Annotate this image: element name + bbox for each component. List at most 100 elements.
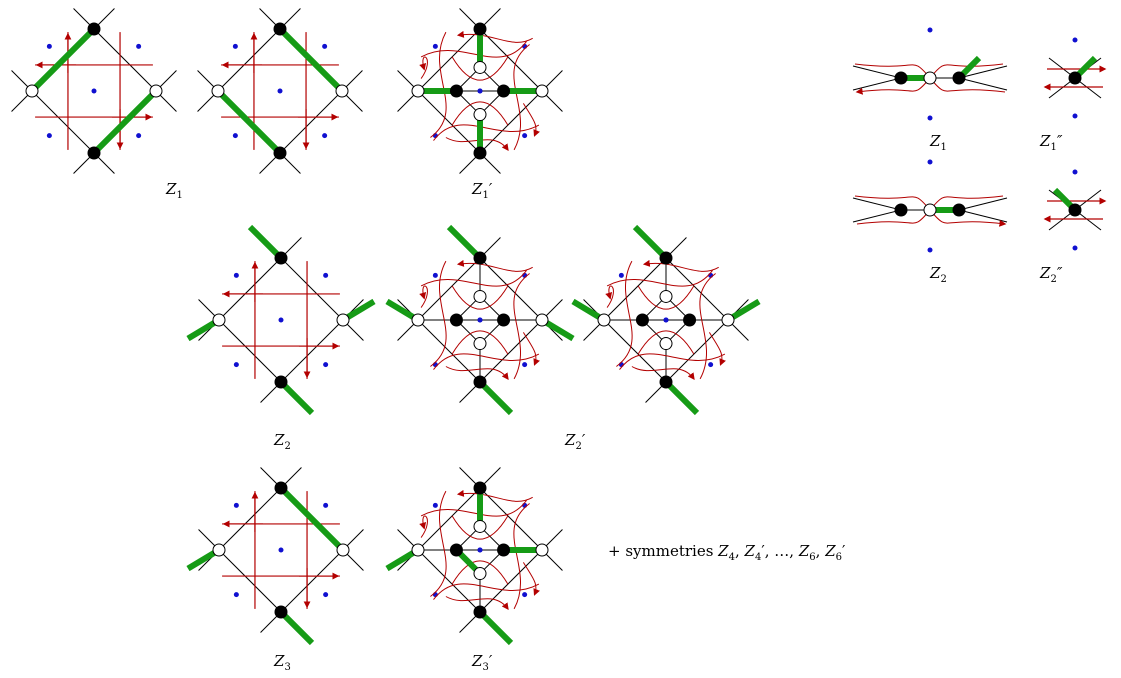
flow-curve xyxy=(445,366,509,381)
face-center-dot-icon xyxy=(136,133,142,139)
flow-curve xyxy=(430,490,447,597)
dimer-edge xyxy=(446,224,483,261)
face-center-dot-icon xyxy=(708,362,714,368)
flow-curve xyxy=(430,31,447,138)
label-right-z1: Z1 xyxy=(929,132,947,153)
lattice-edge xyxy=(479,319,543,383)
black-vertex-icon xyxy=(659,251,673,265)
lattice-edge xyxy=(217,28,281,92)
face-center-dot-icon xyxy=(46,43,52,49)
face-center-dot-icon xyxy=(1072,245,1078,251)
face-center-dot-icon xyxy=(136,43,142,49)
white-vertex-icon xyxy=(473,108,487,122)
white-vertex-icon xyxy=(659,337,673,351)
lattice-spoke xyxy=(958,197,1008,211)
face-center-dot-icon xyxy=(522,362,528,368)
face-center-dot-icon xyxy=(618,272,624,278)
black-vertex-icon xyxy=(1068,203,1082,217)
face-center-dot-icon xyxy=(927,27,933,33)
lattice-edge xyxy=(280,319,344,383)
lattice-edge xyxy=(93,28,157,92)
face-center-dot-icon xyxy=(1072,169,1078,175)
flow-curve xyxy=(606,270,713,287)
black-vertex-icon xyxy=(449,313,463,327)
dimer-edge xyxy=(278,379,315,416)
face-center-dot-icon xyxy=(323,362,329,368)
flow-curve xyxy=(451,285,509,310)
flow-curve xyxy=(456,30,533,43)
label-z3-prime: Z3′ xyxy=(471,652,493,673)
white-vertex-icon xyxy=(149,84,163,98)
label-z2-prime: Z2′ xyxy=(564,431,586,452)
black-vertex-icon xyxy=(274,375,288,389)
dimer-edge xyxy=(215,88,283,156)
face-center-dot-icon xyxy=(322,43,328,49)
black-vertex-icon xyxy=(473,605,487,619)
panel-right-z1 xyxy=(852,27,1008,121)
black-vertex-icon xyxy=(87,22,101,36)
dimer-edge xyxy=(278,485,346,553)
black-vertex-icon xyxy=(473,251,487,265)
panel-z2-prime-b xyxy=(571,224,761,416)
face-center-dot-icon xyxy=(233,362,239,368)
face-center-dot-icon xyxy=(233,502,239,508)
dimer-edge xyxy=(477,609,514,646)
panel-z2-prime-a xyxy=(385,224,575,416)
black-vertex-icon xyxy=(449,84,463,98)
flow-curve xyxy=(430,260,447,367)
flow-curve xyxy=(456,489,533,502)
lattice-spoke xyxy=(852,77,902,91)
lattice-edge xyxy=(417,28,481,92)
white-vertex-icon xyxy=(535,84,549,98)
dimer-edge xyxy=(663,379,700,416)
lattice-edge xyxy=(218,487,282,551)
white-vertex-icon xyxy=(336,543,350,557)
flow-curve xyxy=(522,562,540,596)
flow-curve xyxy=(451,56,509,81)
panel-z1-a xyxy=(11,8,177,174)
black-vertex-icon xyxy=(497,313,511,327)
face-center-dot-icon xyxy=(323,272,329,278)
label-z3: Z3 xyxy=(273,652,291,673)
lattice-edge xyxy=(31,90,95,154)
black-vertex-icon xyxy=(952,203,966,217)
lattice-edge xyxy=(603,319,667,383)
white-vertex-icon xyxy=(335,84,349,98)
flow-curve xyxy=(522,332,540,366)
white-vertex-icon xyxy=(923,203,937,217)
black-vertex-icon xyxy=(273,22,287,36)
lattice-spoke xyxy=(958,65,1008,79)
flow-curve xyxy=(420,41,527,58)
face-center-dot-icon xyxy=(278,547,284,553)
face-center-dot-icon xyxy=(927,159,933,165)
black-vertex-icon xyxy=(1068,71,1082,85)
white-vertex-icon xyxy=(535,543,549,557)
label-right-z1-double-prime: Z1″ xyxy=(1039,132,1063,153)
black-vertex-icon xyxy=(274,481,288,495)
face-center-dot-icon xyxy=(477,317,483,323)
flow-curve xyxy=(420,270,527,287)
black-vertex-icon xyxy=(87,146,101,160)
flow-curve xyxy=(419,56,428,79)
dimer-edge xyxy=(91,88,159,156)
white-vertex-icon xyxy=(411,84,425,98)
flow-curve xyxy=(433,353,540,370)
flow-curve xyxy=(451,515,509,540)
face-center-dot-icon xyxy=(1072,113,1078,119)
lattice-spoke xyxy=(958,77,1008,91)
face-center-dot-icon xyxy=(432,272,438,278)
white-vertex-icon xyxy=(25,84,39,98)
white-vertex-icon xyxy=(473,60,487,74)
face-center-dot-icon xyxy=(233,592,239,598)
lattice-edge xyxy=(479,549,543,613)
lattice-edge xyxy=(603,257,667,321)
panel-labels: Z1 Z1′ Z2 Z2′ Z3 Z3′ Z1 Z1″ Z2 Z2″ + sy xyxy=(165,132,1063,673)
lattice-edge xyxy=(417,549,481,613)
lattice-spoke xyxy=(852,65,902,79)
flow-curve xyxy=(616,260,633,367)
face-center-dot-icon xyxy=(233,272,239,278)
flow-curve xyxy=(456,259,533,272)
flow-curve xyxy=(419,285,428,308)
white-vertex-icon xyxy=(923,71,937,85)
